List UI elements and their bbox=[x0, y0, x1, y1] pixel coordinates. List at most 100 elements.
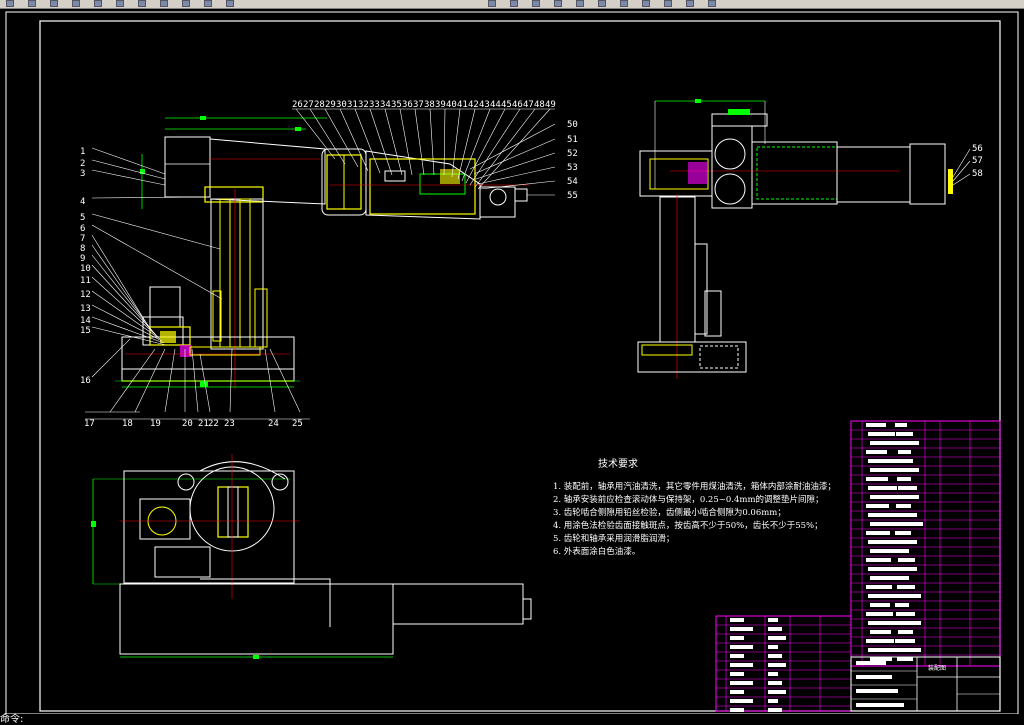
table-row bbox=[856, 675, 892, 679]
table-row bbox=[768, 672, 778, 676]
inner-frame bbox=[39, 20, 1001, 712]
cut-icon[interactable] bbox=[116, 0, 124, 7]
callout-number: 2 bbox=[80, 159, 85, 169]
print-icon[interactable] bbox=[72, 0, 80, 7]
callout-number: 10 bbox=[80, 264, 91, 274]
table-row bbox=[730, 663, 753, 667]
table-row bbox=[896, 432, 913, 436]
table-row bbox=[898, 630, 913, 634]
table-row bbox=[768, 690, 786, 694]
table-row bbox=[768, 645, 778, 649]
callout-number: 26 bbox=[292, 100, 303, 110]
table-row bbox=[870, 630, 891, 634]
table-row bbox=[768, 636, 786, 640]
callout-number: 27 bbox=[303, 100, 314, 110]
callout-number: 33 bbox=[369, 100, 380, 110]
table-row bbox=[897, 621, 921, 625]
calc-icon[interactable] bbox=[686, 0, 694, 7]
pan-icon[interactable] bbox=[488, 0, 496, 7]
callout-number: 41 bbox=[457, 100, 468, 110]
zoom-window-icon[interactable] bbox=[532, 0, 540, 7]
save-icon[interactable] bbox=[50, 0, 58, 7]
zoom-realtime-icon[interactable] bbox=[510, 0, 518, 7]
table-row bbox=[898, 522, 923, 526]
callout-number: 29 bbox=[325, 100, 336, 110]
table-row bbox=[868, 432, 895, 436]
table-row bbox=[868, 486, 897, 490]
top-view[interactable] bbox=[91, 454, 532, 659]
table-row bbox=[768, 681, 782, 685]
table-row bbox=[730, 645, 753, 649]
table-row bbox=[768, 663, 786, 667]
table-row bbox=[898, 486, 917, 490]
side-view[interactable] bbox=[637, 99, 971, 379]
callout-number: 57 bbox=[972, 156, 983, 166]
callout-number: 55 bbox=[567, 191, 578, 201]
table-row bbox=[898, 558, 915, 562]
table-row bbox=[896, 612, 915, 616]
copy-icon[interactable] bbox=[138, 0, 146, 7]
callout-number: 8 bbox=[80, 244, 85, 254]
match-icon[interactable] bbox=[182, 0, 190, 7]
open-icon[interactable] bbox=[28, 0, 36, 7]
tool-palette-icon[interactable] bbox=[620, 0, 628, 7]
help-icon[interactable] bbox=[708, 0, 716, 7]
callout-number: 58 bbox=[972, 169, 983, 179]
redo-icon[interactable] bbox=[226, 0, 234, 7]
table-row bbox=[895, 639, 915, 643]
callout-number: 4 bbox=[80, 197, 85, 207]
table-row bbox=[866, 504, 889, 508]
zoom-previous-icon[interactable] bbox=[554, 0, 562, 7]
properties-icon[interactable] bbox=[576, 0, 584, 7]
table-row bbox=[895, 495, 919, 499]
table-row bbox=[768, 627, 782, 631]
preview-icon[interactable] bbox=[94, 0, 102, 7]
title-block[interactable]: 装配图 bbox=[850, 656, 1001, 712]
callout-number: 22 bbox=[208, 419, 219, 429]
parts-list-table[interactable] bbox=[715, 420, 1001, 712]
table-row bbox=[730, 636, 744, 640]
paste-icon[interactable] bbox=[160, 0, 168, 7]
table-row bbox=[868, 513, 898, 517]
callout-number: 40 bbox=[446, 100, 457, 110]
table-row bbox=[896, 468, 919, 472]
table-row bbox=[856, 703, 904, 707]
callout-number: 46 bbox=[512, 100, 523, 110]
table-row bbox=[730, 618, 744, 622]
markup-icon[interactable] bbox=[664, 0, 672, 7]
requirement-item: 4. 用涂色法检验齿面接触斑点，按齿高不少于50%，齿长不少于55%； bbox=[553, 520, 823, 531]
callout-number: 30 bbox=[336, 100, 347, 110]
callout-number: 13 bbox=[80, 304, 91, 314]
table-row bbox=[896, 504, 911, 508]
table-row bbox=[870, 657, 892, 661]
table-row bbox=[895, 603, 909, 607]
new-icon[interactable] bbox=[6, 0, 14, 7]
callout-number: 42 bbox=[468, 100, 479, 110]
table-row bbox=[866, 612, 893, 616]
design-center-icon[interactable] bbox=[598, 0, 606, 7]
toolbar bbox=[0, 0, 1024, 9]
undo-icon[interactable] bbox=[204, 0, 212, 7]
technical-requirements: 技术要求 1. 装配前，轴承用汽油清洗，其它零件用煤油清洗，箱体内部涂耐油油漆；… bbox=[553, 457, 836, 557]
sheet-set-icon[interactable] bbox=[642, 0, 650, 7]
table-row bbox=[868, 594, 901, 598]
command-line[interactable]: 命令: bbox=[0, 714, 1024, 725]
callout-number: 19 bbox=[150, 419, 161, 429]
callout-number: 17 bbox=[84, 419, 95, 429]
callout-number: 47 bbox=[523, 100, 534, 110]
front-view[interactable] bbox=[85, 108, 556, 420]
callout-number: 16 bbox=[80, 376, 91, 386]
callout-number: 5 bbox=[80, 213, 85, 223]
requirement-item: 1. 装配前，轴承用汽油清洗，其它零件用煤油清洗，箱体内部涂耐油油漆； bbox=[553, 481, 836, 492]
table-row bbox=[730, 654, 744, 658]
callout-number: 34 bbox=[380, 100, 391, 110]
callout-number: 3 bbox=[80, 169, 85, 179]
table-row bbox=[895, 459, 913, 463]
table-row bbox=[898, 450, 911, 454]
command-prompt: 命令: bbox=[0, 714, 24, 725]
table-row bbox=[870, 441, 904, 445]
